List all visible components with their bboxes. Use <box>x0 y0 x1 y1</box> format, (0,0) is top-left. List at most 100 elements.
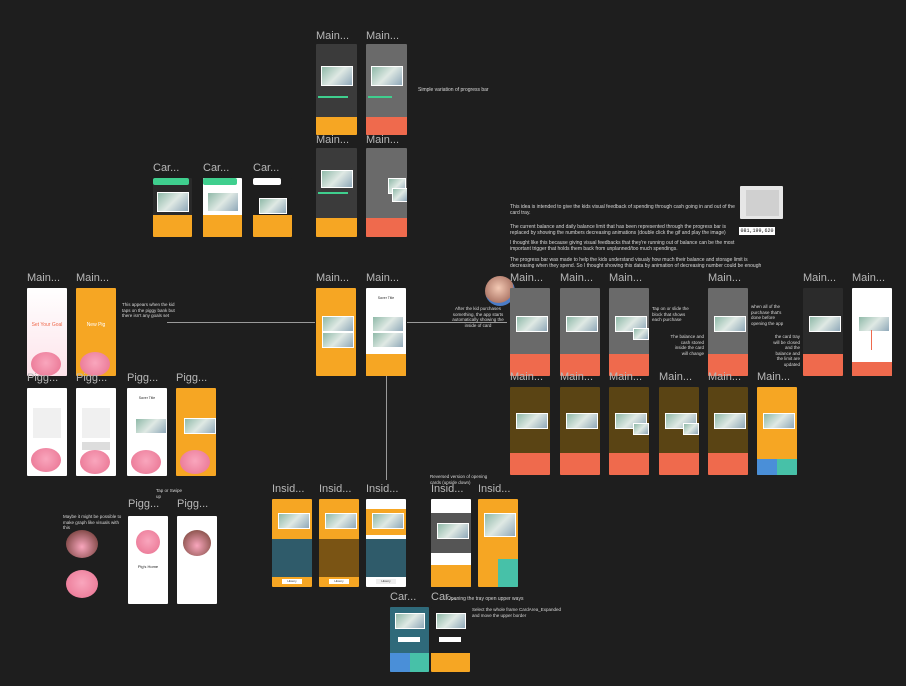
note-idea-4: The progress bar was made to help the ki… <box>510 257 762 269</box>
anim-frame-3[interactable] <box>609 288 649 376</box>
card-frame-4[interactable] <box>390 607 429 672</box>
frame-label-main-7[interactable]: Main... <box>316 272 350 284</box>
frame-label-inside-4[interactable]: Insid... <box>431 483 464 495</box>
frame-label-inside-5[interactable]: Insid... <box>478 483 511 495</box>
frame-label-card-1[interactable]: Car... <box>153 162 180 174</box>
note-select-frame: Select the whole frame CardArea_Expanded… <box>472 607 562 618</box>
card-frame-1[interactable] <box>153 178 192 237</box>
connector-line-2 <box>167 322 315 323</box>
saver-title-2: Saver Title <box>377 296 395 300</box>
frame-label-piggy-3[interactable]: Pigg... <box>127 372 159 384</box>
note-idea-3: I thought like this because giving visua… <box>510 240 735 252</box>
card-frame-2[interactable] <box>203 178 242 237</box>
frame-label-main-5[interactable]: Main... <box>27 272 61 284</box>
anim-frame-6[interactable] <box>852 288 892 376</box>
frame-label-main-12[interactable]: Main... <box>708 272 742 284</box>
piggy-frame-1[interactable] <box>27 388 67 476</box>
reference-image[interactable] <box>740 186 783 219</box>
main-frame-progress-4[interactable] <box>366 148 407 237</box>
frame-label-main-1[interactable]: Main... <box>316 30 350 42</box>
frame-label-main-16[interactable]: Main... <box>560 371 594 383</box>
frame-label-main-17[interactable]: Main... <box>609 371 643 383</box>
anim-frame-8[interactable] <box>560 387 600 475</box>
main-frame-opening-1[interactable] <box>316 288 356 376</box>
frame-label-main-9[interactable]: Main... <box>510 272 544 284</box>
frame-label-main-8[interactable]: Main... <box>366 272 400 284</box>
frame-label-card-3[interactable]: Car... <box>253 162 280 174</box>
connector-line-3 <box>407 322 507 323</box>
main-frame-opening-2[interactable]: Saver Title <box>366 288 406 376</box>
frame-label-main-4[interactable]: Main... <box>366 134 400 146</box>
note-reversed: Reversed version of opening cards (upsid… <box>430 474 488 485</box>
inside-frame-1[interactable]: History <box>272 499 312 587</box>
anim-frame-2[interactable] <box>560 288 600 376</box>
frame-label-card-5[interactable]: Car... <box>431 591 458 603</box>
frame-label-inside-2[interactable]: Insid... <box>319 483 352 495</box>
note-graph-like: Maybe it might be possible to make graph… <box>63 514 122 530</box>
frame-label-card-2[interactable]: Car... <box>203 162 230 174</box>
frame-label-piggy-2[interactable]: Pigg... <box>76 372 108 384</box>
saver-title-1: Saver Title <box>138 396 156 400</box>
note-balance-cash: The balance and cash stored inside the c… <box>670 334 704 356</box>
anim-frame-10[interactable] <box>659 387 699 475</box>
note-tap-swipe: Tap or Swipe up <box>156 488 183 499</box>
frame-label-main-3[interactable]: Main... <box>316 134 350 146</box>
piggy-frame-3[interactable]: Saver Title <box>127 388 167 476</box>
history-btn-1[interactable]: History <box>282 579 302 584</box>
set-goal-text: Set Your Goal <box>31 322 63 328</box>
frame-label-main-20[interactable]: Main... <box>757 371 791 383</box>
history-btn-5[interactable] <box>439 637 461 642</box>
anim-frame-7[interactable] <box>510 387 550 475</box>
card-frame-5[interactable] <box>431 607 470 672</box>
frame-label-piggy-5[interactable]: Pigg... <box>128 498 160 510</box>
main-frame-progress-1[interactable] <box>316 44 357 135</box>
inside-frame-4[interactable] <box>431 499 471 587</box>
frame-label-main-14[interactable]: Main... <box>852 272 886 284</box>
frame-label-main-19[interactable]: Main... <box>708 371 742 383</box>
pig-home-frame[interactable]: Pig's Home <box>128 516 168 604</box>
inside-frame-5[interactable] <box>478 499 518 587</box>
frame-label-main-18[interactable]: Main... <box>659 371 693 383</box>
frame-label-main-11[interactable]: Main... <box>609 272 643 284</box>
connector-line-1 <box>386 376 387 480</box>
inside-frame-3[interactable]: History <box>366 499 406 587</box>
frame-label-piggy-4[interactable]: Pigg... <box>176 372 208 384</box>
note-tap-slide: Tap on or slide the block that shows eac… <box>652 306 689 322</box>
history-btn-2[interactable]: History <box>329 579 349 584</box>
piggy-frame-2[interactable] <box>76 388 116 476</box>
note-progress-variation: Simple variation of progress bar <box>418 87 489 93</box>
frame-label-main-15[interactable]: Main... <box>510 371 544 383</box>
history-btn-4[interactable] <box>398 637 420 642</box>
main-frame-set-goal-2[interactable]: New Pig <box>76 288 116 376</box>
anim-frame-4[interactable] <box>708 288 748 376</box>
note-card-tray: the card tray will be closed and the bal… <box>773 334 800 367</box>
anim-frame-1[interactable] <box>510 288 550 376</box>
piggy-frame-4[interactable] <box>176 388 216 476</box>
pig-graph-image-1 <box>66 530 98 558</box>
inside-frame-2[interactable]: History <box>319 499 359 587</box>
main-frame-set-goal-1[interactable]: Set Your Goal <box>27 288 67 376</box>
frame-label-main-2[interactable]: Main... <box>366 30 400 42</box>
frame-label-inside-1[interactable]: Insid... <box>272 483 305 495</box>
note-when-all: when all of the purchase that's done bef… <box>751 304 784 326</box>
anim-frame-9[interactable] <box>609 387 649 475</box>
frame-label-main-10[interactable]: Main... <box>560 272 594 284</box>
frame-label-piggy-6[interactable]: Pigg... <box>177 498 209 510</box>
frame-label-main-6[interactable]: Main... <box>76 272 110 284</box>
pig-home-frame-2[interactable] <box>177 516 217 604</box>
note-idea-1: This idea is intended to give the kids v… <box>510 204 735 216</box>
history-btn-3[interactable]: History <box>376 579 396 584</box>
note-idea-2: The current balance and daily balance li… <box>510 224 726 236</box>
frame-label-card-4[interactable]: Car... <box>390 591 417 603</box>
main-frame-progress-2[interactable] <box>366 44 407 135</box>
anim-frame-5[interactable] <box>803 288 843 376</box>
anim-frame-11[interactable] <box>708 387 748 475</box>
frame-label-piggy-1[interactable]: Pigg... <box>27 372 59 384</box>
frame-label-inside-3[interactable]: Insid... <box>366 483 399 495</box>
pig-graph-image-2 <box>66 570 98 598</box>
note-opening-tray: Opening the tray open upper ways <box>447 596 524 602</box>
anim-frame-12[interactable] <box>757 387 797 475</box>
frame-label-main-13[interactable]: Main... <box>803 272 837 284</box>
card-frame-3[interactable] <box>253 178 292 237</box>
main-frame-progress-3[interactable] <box>316 148 357 237</box>
